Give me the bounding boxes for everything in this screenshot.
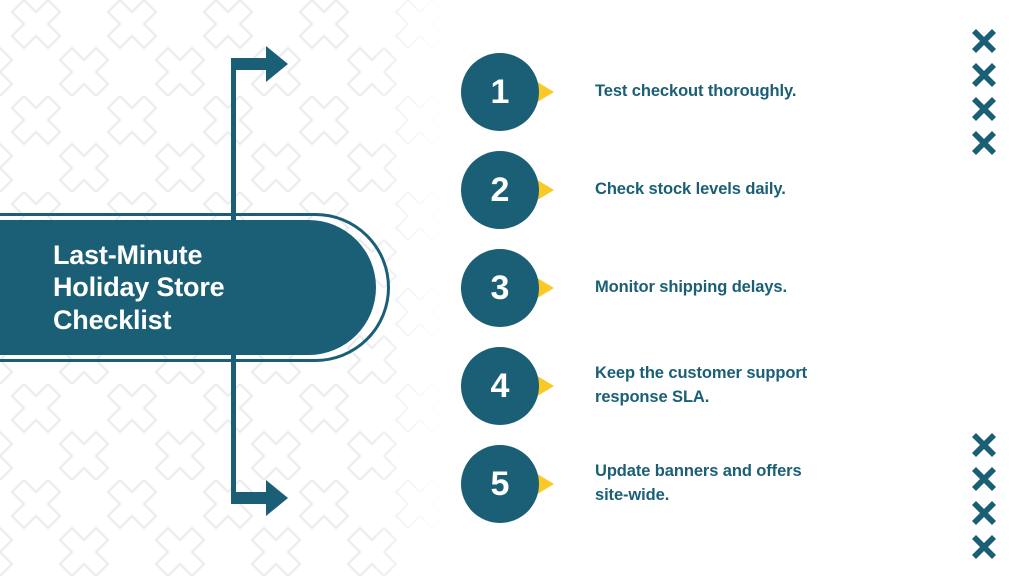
list-item[interactable]: 1 Test checkout thoroughly. (461, 52, 981, 150)
list-item[interactable]: 5 Update banners and offers site-wide. (461, 444, 981, 542)
x-mark-icon (971, 432, 997, 458)
step-number-badge: 3 (461, 249, 539, 327)
x-mark-icon (971, 130, 997, 156)
x-mark-icon (971, 466, 997, 492)
step-number-badge: 1 (461, 53, 539, 131)
list-item-label: Check stock levels daily. (595, 180, 786, 199)
step-number-badge: 5 (461, 445, 539, 523)
list-item[interactable]: 4 Keep the customer support response SLA… (461, 346, 981, 444)
list-item[interactable]: 2 Check stock levels daily. (461, 150, 981, 248)
x-mark-icon (971, 96, 997, 122)
title-pill-outline (0, 213, 390, 362)
list-item[interactable]: 3 Monitor shipping delays. (461, 248, 981, 346)
checklist: 1 Test checkout thoroughly. 2 Check stoc… (461, 52, 981, 542)
step-number-badge: 2 (461, 151, 539, 229)
list-item-label: Test checkout thoroughly. (595, 82, 797, 101)
title-pill: Last-Minute Holiday Store Checklist (0, 220, 376, 355)
x-mark-icon (971, 28, 997, 54)
x-mark-icon (971, 534, 997, 560)
list-item-label: Monitor shipping delays. (595, 278, 787, 297)
list-item-label: Update banners and offers site-wide. (595, 462, 802, 504)
arrow-right-icon-top (220, 40, 290, 91)
x-mark-cluster-top (971, 28, 997, 156)
list-item-label: Keep the customer support response SLA. (595, 364, 808, 406)
arrow-right-icon-bottom (220, 458, 290, 523)
x-mark-icon (971, 62, 997, 88)
x-mark-cluster-bottom (971, 432, 997, 560)
x-mark-icon (971, 500, 997, 526)
page-title: Last-Minute Holiday Store Checklist (53, 239, 225, 335)
step-number-badge: 4 (461, 347, 539, 425)
